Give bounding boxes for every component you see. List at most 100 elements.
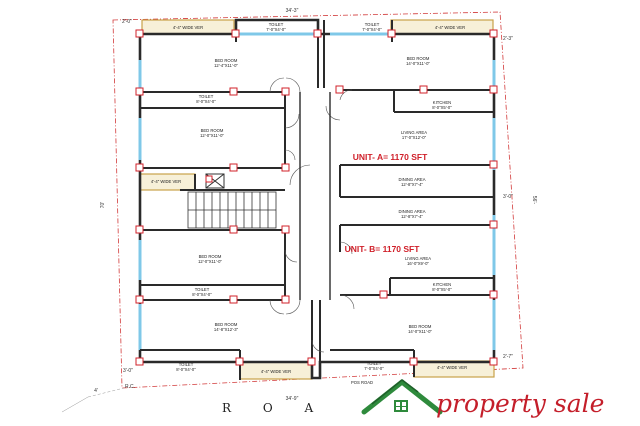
column xyxy=(489,357,498,366)
column xyxy=(135,357,144,366)
column xyxy=(135,225,144,234)
door-swing xyxy=(339,89,353,101)
house-icon xyxy=(361,379,443,415)
door-swing xyxy=(285,77,301,93)
corridor xyxy=(299,92,331,300)
column xyxy=(281,295,290,304)
dining-area-dimension: 12'-8"X7'-4" xyxy=(401,214,423,219)
column xyxy=(335,85,344,94)
door-swing xyxy=(269,77,285,93)
column xyxy=(281,87,290,96)
column xyxy=(489,220,498,229)
bedroom-dimension: 14'-8"X12'-3" xyxy=(214,327,239,332)
bedroom-label: BED ROOM xyxy=(409,324,432,329)
dining-area-dimension: 12'-8"X7'-4" xyxy=(401,182,423,187)
staircase xyxy=(187,191,277,229)
veranda-label: 4'-4" WIDE VER xyxy=(435,25,465,30)
door-swing xyxy=(325,105,341,121)
dining-area-label: DINING AREA xyxy=(399,209,426,214)
kitchen-label: KITCHEN xyxy=(433,100,451,105)
bedroom-dimension: 12'-0"X11'-0" xyxy=(200,133,224,138)
unit-a-label: UNIT- A= 1170 SFT xyxy=(353,152,428,162)
column xyxy=(231,29,240,38)
pos-road-label: POS ROAD xyxy=(351,380,373,385)
column xyxy=(135,163,144,172)
column xyxy=(313,29,322,38)
dimension-top: 34'-3" xyxy=(286,8,299,14)
column xyxy=(419,85,428,94)
property-sale-logo: property sale xyxy=(361,379,604,418)
bedroom-dimension: 14'-0"X11'-0" xyxy=(406,61,430,66)
column xyxy=(489,29,498,38)
column xyxy=(135,87,144,96)
column xyxy=(235,357,244,366)
dimension-labels: 34'-3" 34'-9" 70' 56'- 3'-0" 2'-0" 2'-3"… xyxy=(94,8,537,402)
toilet-label: TOILET xyxy=(367,361,382,366)
door-swing xyxy=(311,339,325,353)
column xyxy=(229,87,238,96)
bedroom-label: BED ROOM xyxy=(215,322,238,327)
dimension-right: 56'- xyxy=(531,196,537,205)
bedroom-dimension: 14'-0"X11'-0" xyxy=(408,329,432,334)
dimension-top-right-setback: 2'-3" xyxy=(503,36,513,42)
dimension-right-setback: 3'-0" xyxy=(503,194,513,200)
door-swing xyxy=(269,299,285,315)
door-swing xyxy=(339,241,353,255)
room-labels: 4'-4" WIDE VER TOILET 7'-0"X4'-0" TOILET… xyxy=(151,22,467,374)
column xyxy=(205,175,213,183)
unit-b-label: UNIT- B= 1170 SFT xyxy=(345,244,421,254)
toilet-dimension: 7'-0"X4'-0" xyxy=(266,27,286,32)
dimension-top-left-setback: 2'-0" xyxy=(122,19,132,25)
road-label: R O A xyxy=(222,401,327,415)
veranda-label: 4'-4" WIDE VER xyxy=(173,25,203,30)
bedroom-dimension: 12'-4"X11'-0" xyxy=(214,63,238,68)
plot-boundary xyxy=(112,11,524,389)
veranda-label: 4'-4" WIDE VER xyxy=(151,179,181,184)
kitchen-dimension: 8'-0"X5'-0" xyxy=(432,105,452,110)
toilet-dimension: 8'-0"X4'-0" xyxy=(192,292,212,297)
dim-extension xyxy=(87,387,125,398)
logo-wordmark: property sale xyxy=(436,389,604,418)
dimension-bottom-left-setback: 3'-0" xyxy=(123,368,133,374)
dim-extension xyxy=(61,396,89,413)
kitchen-label: KITCHEN xyxy=(433,282,451,287)
toilet-dimension: 8'-0"X4'-0" xyxy=(196,99,216,104)
bedroom-label: BED ROOM xyxy=(215,58,238,63)
bedroom-label: BED ROOM xyxy=(201,128,224,133)
column xyxy=(387,29,396,38)
toilet-label: TOILET xyxy=(179,362,194,367)
column xyxy=(489,160,498,169)
door-swing xyxy=(339,294,355,310)
toilet-label: TOILET xyxy=(195,287,210,292)
toilet-label: TOILET xyxy=(269,22,284,27)
door-swing xyxy=(285,299,301,315)
toilet-label: TOILET xyxy=(365,22,380,27)
veranda-label: 4'-4" WIDE VER xyxy=(437,365,467,370)
living-area-dimension: 17'-0"X12'-0" xyxy=(402,135,427,140)
dimension-bottom: 34'-9" xyxy=(286,396,299,402)
column xyxy=(307,357,316,366)
column xyxy=(281,163,290,172)
bedroom-label: BED ROOM xyxy=(407,56,430,61)
door-swing xyxy=(284,149,296,161)
column xyxy=(489,290,498,299)
column xyxy=(135,29,144,38)
bedroom-dimension: 12'-0"X11'-0" xyxy=(198,259,222,264)
bedroom-label: BED ROOM xyxy=(199,254,222,259)
column xyxy=(229,295,238,304)
interior-walls xyxy=(140,20,494,380)
living-area-dimension: 16'-0"X9'-0" xyxy=(407,261,429,266)
column xyxy=(135,295,144,304)
door-swing xyxy=(284,249,298,263)
toilet-dimension: 8'-0"X4'-0" xyxy=(176,367,196,372)
living-area-label: LIVING AREA xyxy=(401,130,427,135)
lift-cross xyxy=(205,173,225,189)
column xyxy=(281,225,290,234)
veranda-label: 4'-4" WIDE VER xyxy=(261,369,291,374)
living-area-label: LIVING AREA xyxy=(405,256,431,261)
toilet-dimension: 7'-0"X4'-0" xyxy=(362,27,382,32)
dimension-note: R.C. xyxy=(125,384,135,390)
dimension-bottom-right-setback: 2'-7" xyxy=(503,354,513,360)
column xyxy=(229,225,238,234)
